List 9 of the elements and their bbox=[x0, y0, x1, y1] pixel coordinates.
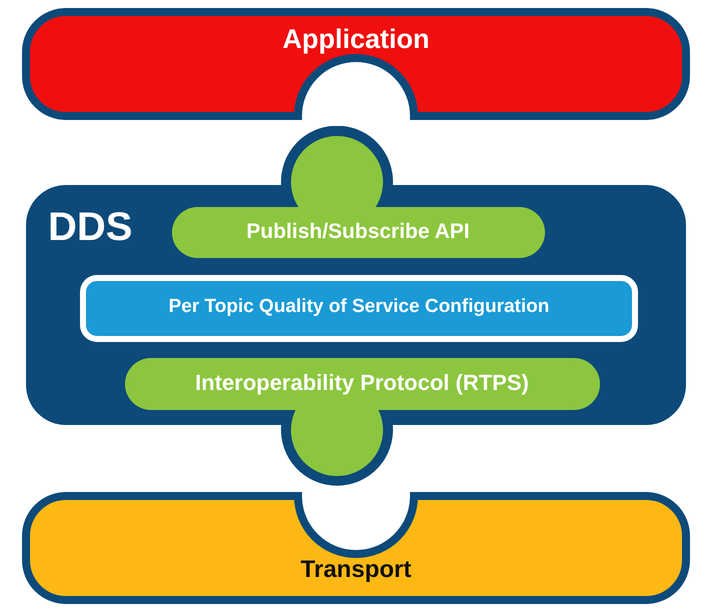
layer-label: Interoperability Protocol (RTPS) bbox=[195, 370, 529, 396]
transport-layer-band bbox=[22, 492, 690, 604]
application-layer-band bbox=[22, 8, 690, 120]
qos-configuration-bar bbox=[80, 275, 638, 342]
layer-label: Per Topic Quality of Service Configuration bbox=[168, 296, 550, 318]
layer-label: Publish/Subscribe API bbox=[246, 220, 470, 244]
layer-label: Application bbox=[282, 24, 430, 55]
group-title: DDS bbox=[48, 205, 132, 250]
layer-label: Transport bbox=[300, 556, 412, 584]
